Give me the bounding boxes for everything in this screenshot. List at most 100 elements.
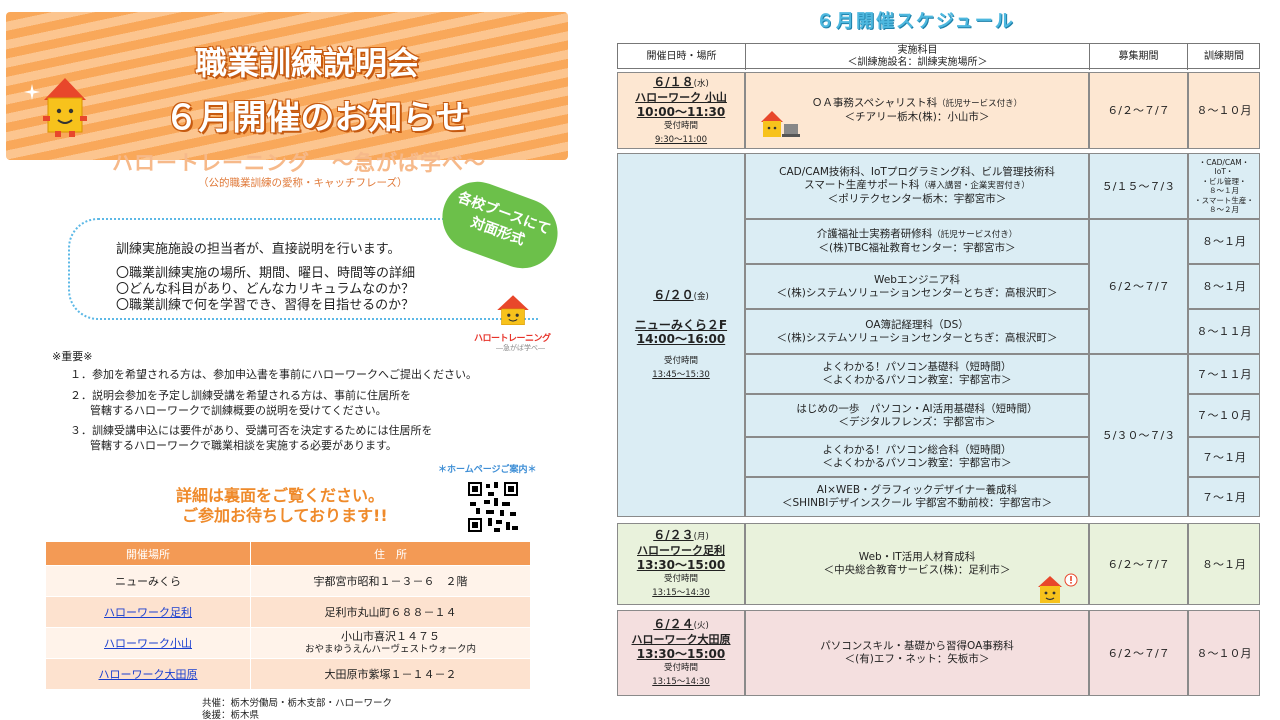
block-recruit: ６/２～７/７ xyxy=(1089,523,1188,605)
venue-address: 小山市喜沢１４７５ xyxy=(341,630,440,643)
header-course-sub: ＜訓練施設名：訓練実施場所＞ xyxy=(847,57,988,68)
header-date: 開催日時・場所 xyxy=(618,44,746,70)
course-school: ＜よくわかるパソコン教室：宇都宮市＞ xyxy=(822,374,1012,386)
course-school: ＜中央総合教育サービス(株)：足利市＞ xyxy=(823,564,1011,576)
venue-address: 足利市丸山町６８８－１４ xyxy=(250,596,531,628)
block-reception: 受付時間 xyxy=(663,574,698,584)
course-period: ８～１月 xyxy=(1188,264,1260,309)
venue-place: ニューみくら xyxy=(45,565,251,597)
header-period: 訓練期間 xyxy=(1204,51,1244,62)
block-day: (火) xyxy=(693,621,709,631)
block-time: 14:00～16:00 xyxy=(636,332,726,346)
header-course: 実施科目 xyxy=(897,45,938,56)
course-name: AI×WEB・グラフィックデザイナー養成科 xyxy=(816,484,1018,496)
period-line: IoT・ xyxy=(1214,167,1234,176)
course-note: （導入講習・企業実習付き） xyxy=(919,181,1030,191)
mascot-house-icon xyxy=(497,295,529,325)
course-name: 介護福祉士実務者研修科 xyxy=(816,228,933,240)
detail-line1: 詳細は裏面をご覧ください。 xyxy=(176,486,385,505)
block-recruit: ５/１５～７/３ xyxy=(1089,153,1188,219)
block-date: ６/２３ xyxy=(653,528,694,542)
block-reception-time: 13:15～14:30 xyxy=(652,588,710,598)
course-name: Webエンジニア科 xyxy=(874,273,960,286)
venue-header-address: 住 所 xyxy=(250,541,531,566)
block-reception-time: 13:45～15:30 xyxy=(652,370,710,380)
course-name: パソコンスキル・基礎から習得OA事務科 xyxy=(820,640,1014,652)
course-note: （託児サービス付き） xyxy=(932,230,1018,240)
organizers-line2: 後援：栃木県 xyxy=(202,710,260,720)
course-period: ８～１月 xyxy=(1188,523,1260,605)
block-day: (月) xyxy=(693,532,709,542)
organizers-line1: 共催：栃木労働局・栃木支部・ハローワーク xyxy=(202,698,393,709)
course-name: Web・IT活用人材育成科 xyxy=(858,551,976,563)
logo-name: ハロートレーニング xyxy=(474,334,551,344)
course-name: CAD/CAM技術科、IoTプログラミング科、ビル管理技術科 xyxy=(779,166,1055,178)
period-line: ８～１月 xyxy=(1209,186,1239,195)
course-note: （託児サービス付き） xyxy=(937,99,1023,109)
intro-box xyxy=(68,218,538,320)
intro-line: 訓練実施施設の担当者が、直接説明を行います。 xyxy=(116,242,401,257)
course-period: ８～１０月 xyxy=(1188,610,1260,696)
block-place: ニューみくら２F xyxy=(634,318,728,332)
block-reception: 受付時間 xyxy=(663,120,698,131)
note-1: １．参加を希望される方は、参加申込書を事前にハローワークへご提出ください。 xyxy=(70,368,477,381)
course-name: はじめの一歩 パソコン・AI活用基礎科（短時間） xyxy=(796,402,1038,415)
course-period: ７～１月 xyxy=(1188,477,1260,517)
course-name-2: スマート生産サポート科 xyxy=(804,179,920,191)
period-line: ８～２月 xyxy=(1209,205,1239,214)
block-recruit: ６/２～７/７ xyxy=(1089,610,1188,696)
banner-title-line2: ６月開催のお知らせ xyxy=(164,98,470,138)
tagline-sub: （公的職業訓練の愛称・キャッチフレーズ） xyxy=(198,177,408,189)
venue-link-otawara[interactable]: ハローワーク大田原 xyxy=(98,668,198,681)
important-title: ※重要※ xyxy=(52,350,93,363)
note-3: ３．訓練受講申込には要件があり、受講可否を決定するためには住居所を xyxy=(70,424,433,437)
period-line: ・スマート生産・ xyxy=(1194,195,1254,205)
tagline: ハロートレーニング ～急がば学べ～ xyxy=(112,151,486,175)
venue-header-place: 開催場所 xyxy=(45,541,251,566)
venue-address: 大田原市紫塚１－１４－２ xyxy=(250,658,531,690)
mascot-house-icon xyxy=(1038,573,1078,603)
note-3-cont: 管轄するハローワークで職業相談を実施する必要があります。 xyxy=(90,439,397,452)
block-day: (金) xyxy=(693,292,709,302)
block-reception-time: 9:30～11:00 xyxy=(654,134,708,145)
banner-title-line1: 職業訓練説明会 xyxy=(194,44,419,82)
course-school: ＜(株)システムソリューションセンターとちぎ：高根沢町＞ xyxy=(776,286,1058,299)
venue-link-ashikaga[interactable]: ハローワーク足利 xyxy=(104,606,192,619)
mascot-house-icon xyxy=(43,78,87,137)
course-name: よくわかる！パソコン総合科（短時間） xyxy=(822,444,1012,456)
course-name: ＯＡ事務スペシャリスト科 xyxy=(811,97,938,109)
course-school: ＜SHINBIデザインスクール 宇都宮不動前校：宇都宮市＞ xyxy=(782,497,1052,509)
venue-link-oyama[interactable]: ハローワーク小山 xyxy=(104,637,192,650)
venue-address-sub: おやまゆうえんハーヴェストウォーク内 xyxy=(304,644,476,655)
intro-line: 〇どんな科目があり、どんなカリキュラムなのか？ xyxy=(116,282,415,297)
block-time: 13:30～15:00 xyxy=(636,647,726,661)
venue-header-row: 開催場所 住 所 xyxy=(45,541,531,566)
course-period: ８～１月 xyxy=(1188,219,1260,264)
homepage-label: ＊ホームページご案内＊ xyxy=(438,465,537,475)
block-recruit: ５/３０～７/３ xyxy=(1089,354,1188,517)
course-period: ７～１０月 xyxy=(1188,394,1260,437)
course-period: ８～１１月 xyxy=(1188,309,1260,354)
block-place: ハローワーク足利 xyxy=(637,544,725,557)
venue-address: 宇都宮市昭和１－３－６ ２階 xyxy=(250,565,531,597)
block-day: (水) xyxy=(693,78,709,89)
block-place: ハローワーク大田原 xyxy=(631,633,731,646)
block-reception: 受付時間 xyxy=(663,356,698,366)
qr-code-icon[interactable] xyxy=(466,480,520,534)
title-banner: 職業訓練説明会 ６月開催のお知らせ xyxy=(6,12,568,160)
course-period: ７～１１月 xyxy=(1188,354,1260,394)
course-school: ＜デジタルフレンズ：宇都宮市＞ xyxy=(838,415,996,428)
period-line: ・ビル管理・ xyxy=(1201,176,1247,186)
course-name: よくわかる！パソコン基礎科（短時間） xyxy=(822,361,1012,373)
venue-table: 開催場所 住 所 ニューみくら 宇都宮市昭和１－３－６ ２階 ハローワーク足利 … xyxy=(45,541,531,690)
header-recruit: 募集期間 xyxy=(1090,44,1188,70)
flyer-left: 職業訓練説明会 ６月開催のお知らせ ハロートレーニング ～急がば学べ～ （公的職… xyxy=(0,0,590,720)
block-date: ６/２０ xyxy=(653,288,694,302)
block-reception: 受付時間 xyxy=(663,663,698,673)
note-2: ２．説明会参加を予定し訓練受講を希望される方は、事前に住居所を xyxy=(70,389,411,402)
course-school: ＜チアリー栃木(株)：小山市＞ xyxy=(844,111,990,123)
intro-line: 〇職業訓練実施の場所、期間、曜日、時間等の詳細 xyxy=(116,266,416,281)
schedule-header: 開催日時・場所 実施科目 ＜訓練施設名：訓練実施場所＞ 募集期間 訓練期間 xyxy=(617,43,1260,70)
detail-line2: ご参加お待ちしております!! xyxy=(182,506,388,525)
block-date: ６/１８ xyxy=(653,74,694,89)
